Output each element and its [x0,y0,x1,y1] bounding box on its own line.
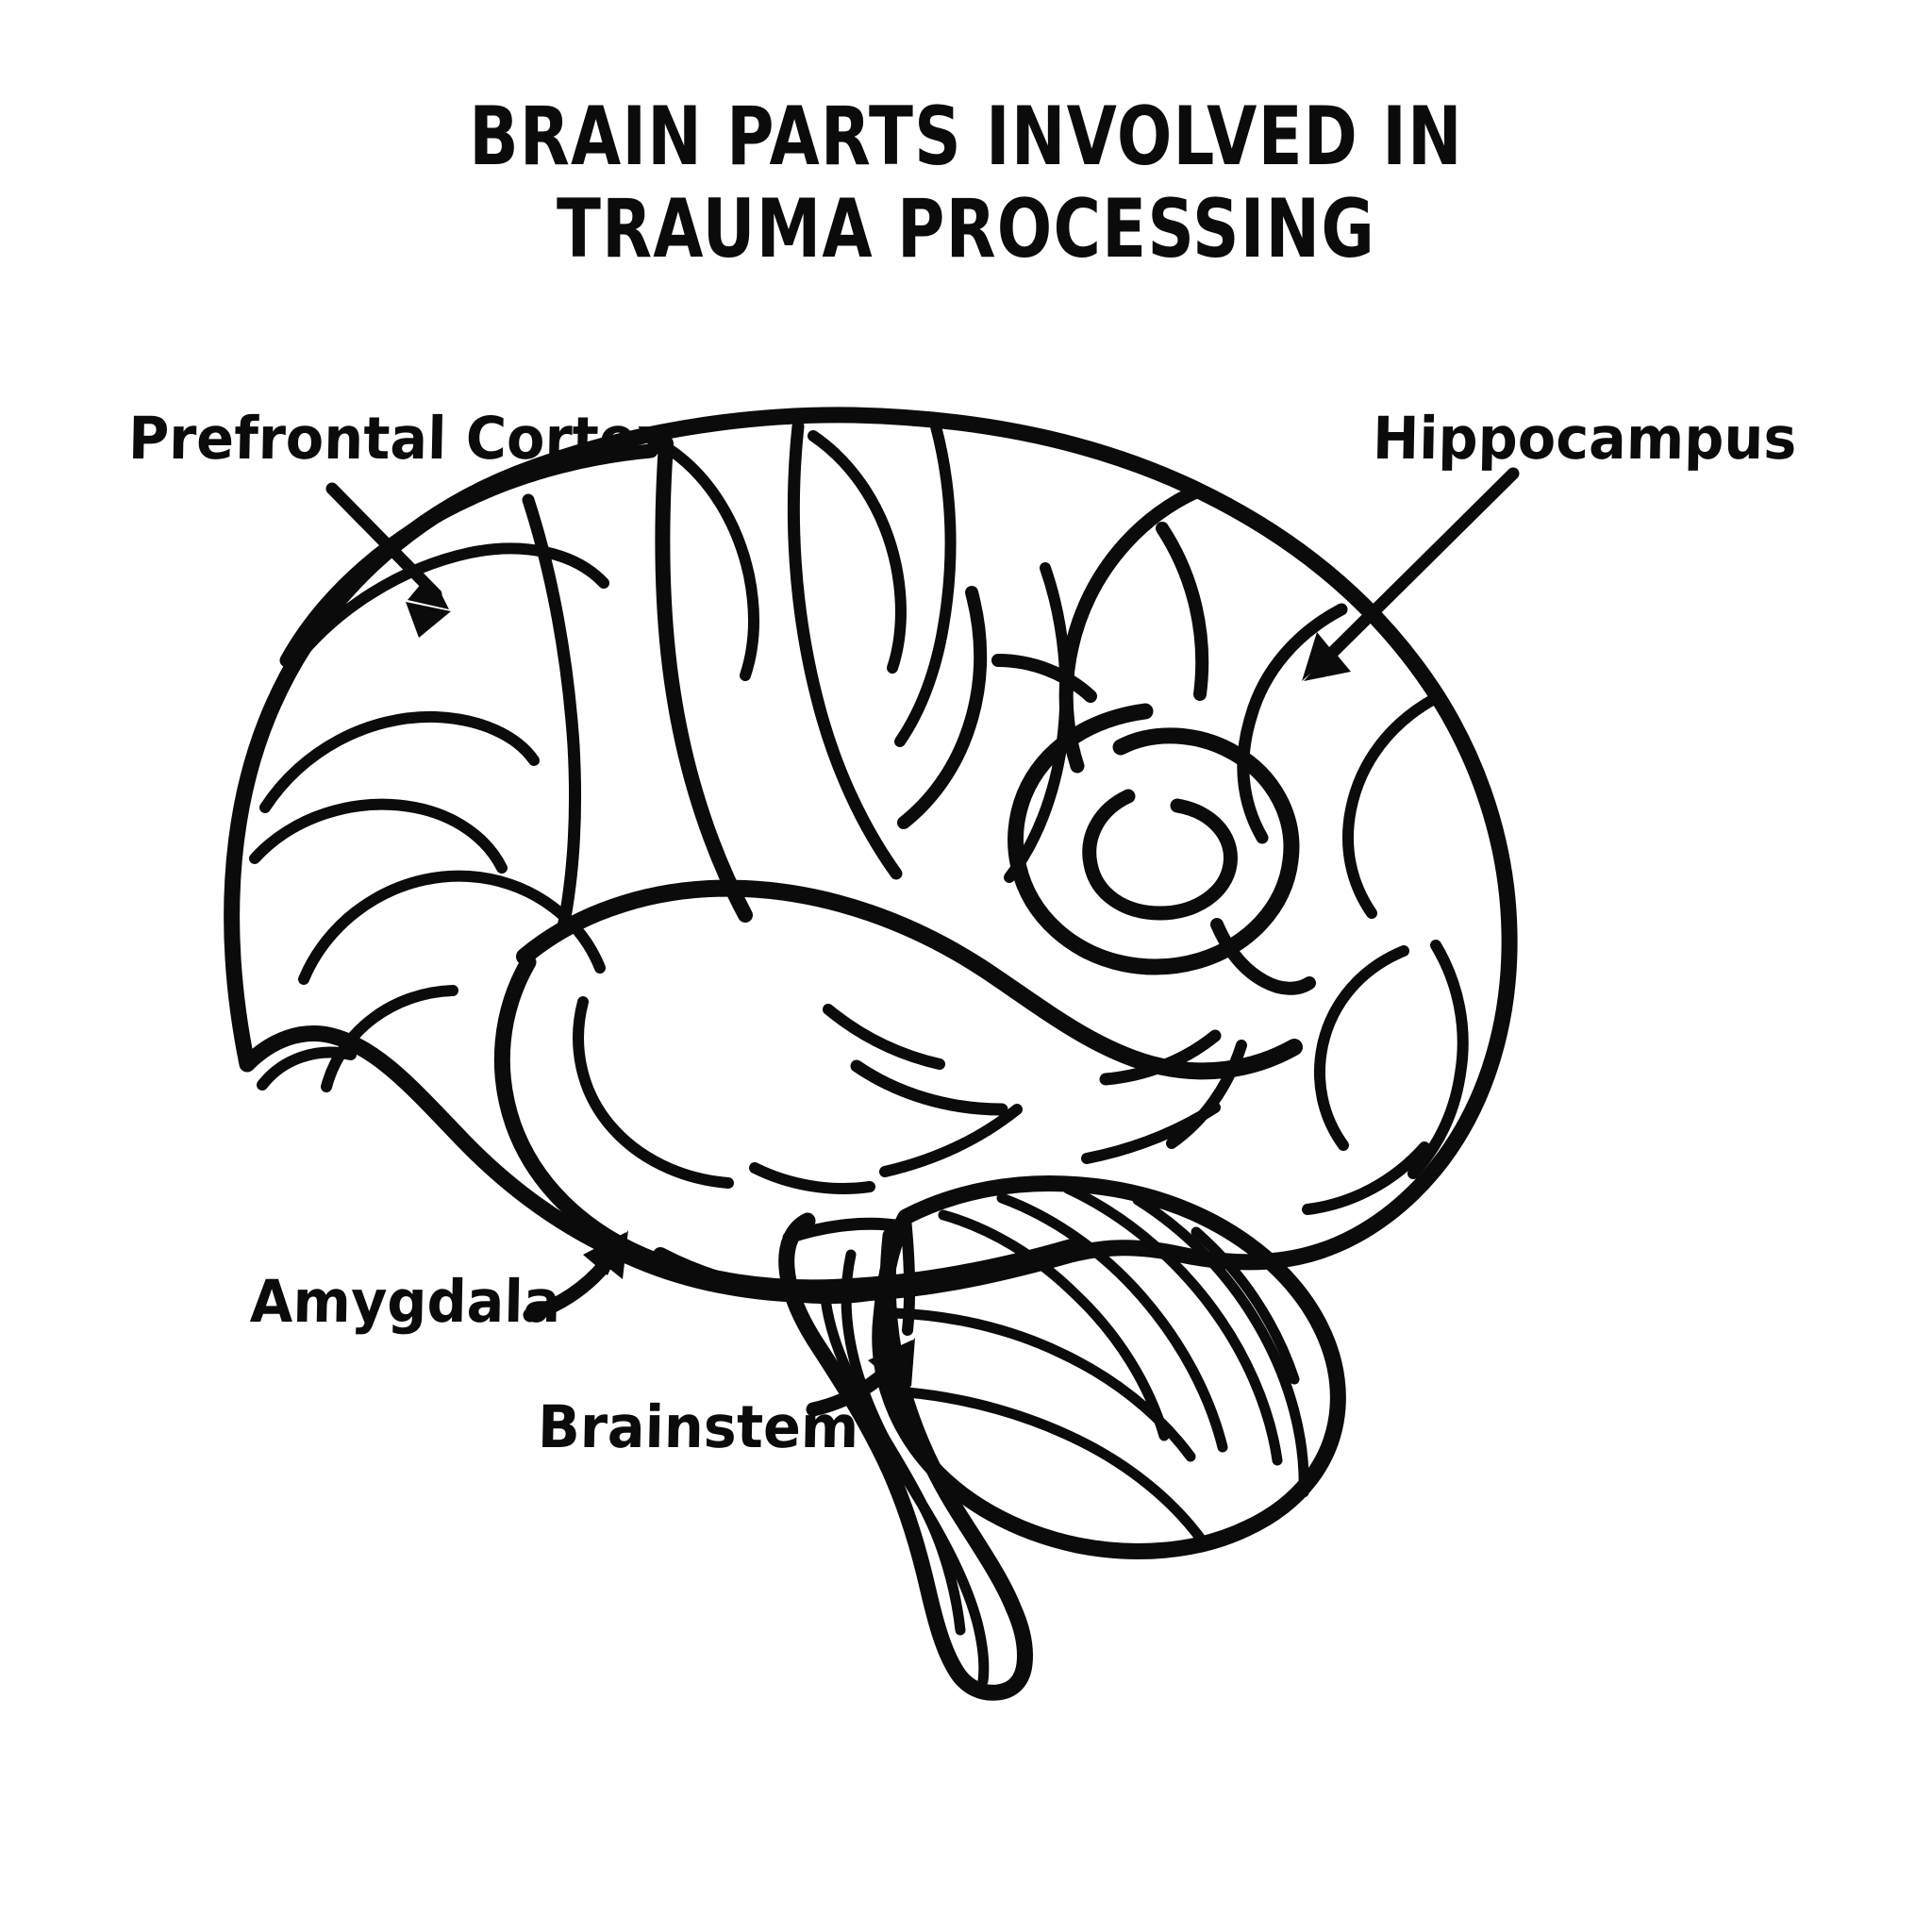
gyrus-frontal-1 [289,542,609,668]
cerebellum-outline [872,1175,1346,1559]
gyrus-frontal-5 [321,985,458,1092]
arrow-prefrontal-cortex [325,482,451,638]
label-hippocampus: Hippocampus [1372,404,1798,473]
temporal-gyrus-3 [879,1104,1023,1177]
gyrus-occipital-2 [1302,1141,1430,1215]
brainstem-top-seam [782,1217,908,1244]
hippocampus-spiral-inner [1082,789,1238,921]
label-prefrontal-cortex: Prefrontal Cortex [127,404,674,473]
arrow-amygdala [523,1230,628,1323]
label-brainstem: Brainstem [537,1392,860,1461]
hippocampus-surround-1 [897,586,988,829]
temporal-gyrus-1 [573,996,734,1189]
gyrus-frontal-3 [249,798,508,874]
label-amygdala: Amygdala [249,1267,562,1336]
gyrus-frontal-crest [279,443,658,668]
hippocampus-surround-2 [1156,522,1209,701]
gyrus-postcentral [787,420,903,880]
cerebellum-fissure-4 [1132,1194,1309,1498]
gyrus-mid-3 [894,421,957,747]
cerebellum-fissure-5 [1191,1226,1300,1385]
sulcus-central-main [655,436,753,923]
cerebrum-outline [224,407,1518,1304]
gyrus-parietal-4 [1313,945,1409,1151]
arrow-hippocampus [1302,467,1520,681]
arrow-brainstem [806,1338,915,1417]
gyrus-occipital-1 [1407,940,1469,1179]
sylvian-fissure [516,879,1303,1080]
hippocampus-arch [991,654,1097,703]
hippocampus-spiral-tail [1210,918,1316,995]
under-temporal-skirt [653,1247,898,1304]
temporal-gyrus-4 [1081,1102,1221,1164]
temporal-gyrus-5 [823,1004,945,1070]
temporal-lobe-outline [493,954,1078,1296]
cerebellum-fissure-2 [996,1192,1228,1453]
cerebellum-fissure-7 [902,1387,1206,1543]
temporal-gyrus-2 [749,1162,875,1194]
hippocampus-spiral-outer [1008,703,1300,975]
brainstem-peduncle-seam [900,1213,916,1336]
cerebellum-fissure-3 [1062,1183,1283,1466]
gyrus-mid-1 [666,445,759,681]
gyrus-occipital-3 [1166,1040,1247,1149]
brainstem-inner-line-2 [819,1281,966,1636]
bottom-ridge-2 [1099,1029,1222,1086]
brainstem-outline [778,1212,1033,1701]
cerebellum-fissure-1 [938,1209,1170,1441]
gyrus-frontal-2 [259,710,540,813]
bottom-ridge-1 [850,1059,1008,1116]
gyrus-parietal-1 [1058,483,1206,774]
gyrus-mid-2 [808,430,907,674]
gyrus-parietal-3 [1341,692,1441,919]
cerebellum-fissure-6 [889,1307,1196,1462]
gyrus-precentral [522,493,581,939]
gyrus-frontal-6 [257,1046,357,1091]
gyrus-parietal-2 [1237,603,1348,844]
